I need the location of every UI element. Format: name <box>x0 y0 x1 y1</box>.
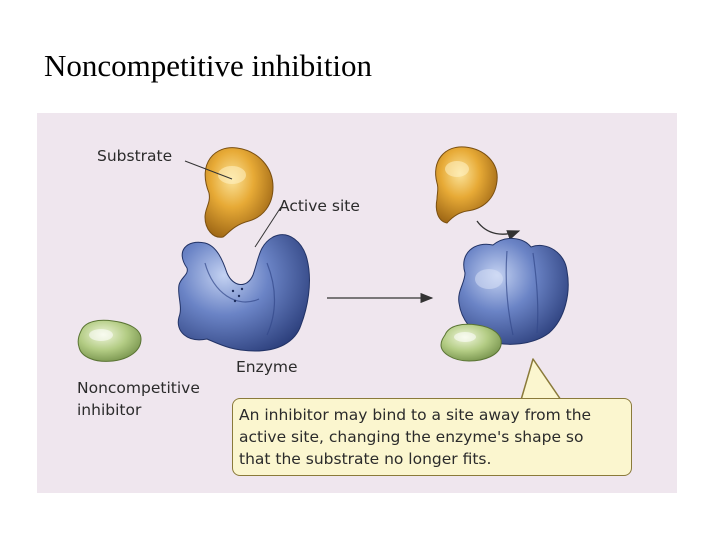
callout-pointer <box>520 358 562 401</box>
enzyme-inhibition-diagram: Substrate Active site Enzyme Noncompetit… <box>37 113 677 493</box>
callout-box <box>232 398 632 476</box>
inhibitor-molecule-left <box>77 319 142 362</box>
inhibitor-label-line2: inhibitor <box>77 401 142 419</box>
enzyme-right <box>458 238 569 345</box>
enzyme-left <box>177 234 310 352</box>
inhibitor-molecule-bound <box>440 323 502 362</box>
callout-line: active site, changing the enzyme's shape… <box>239 428 584 446</box>
callout-line: An inhibitor may bind to a site away fro… <box>239 406 592 424</box>
diagram-graphics <box>77 146 569 401</box>
substrate-molecule-right <box>435 146 498 224</box>
callout-line: that the substrate no longer fits. <box>239 450 492 468</box>
substrate-molecule <box>204 147 274 238</box>
inhibitor-label-line1: Noncompetitive <box>77 379 200 397</box>
substrate-label: Substrate <box>97 147 173 165</box>
slide-title: Noncompetitive inhibition <box>44 48 373 83</box>
callout-text: An inhibitor may bind to a site away fro… <box>239 404 634 470</box>
active-site-label: Active site <box>279 197 360 215</box>
blocked-binding-arrow <box>476 220 521 240</box>
enzyme-label: Enzyme <box>236 358 298 376</box>
